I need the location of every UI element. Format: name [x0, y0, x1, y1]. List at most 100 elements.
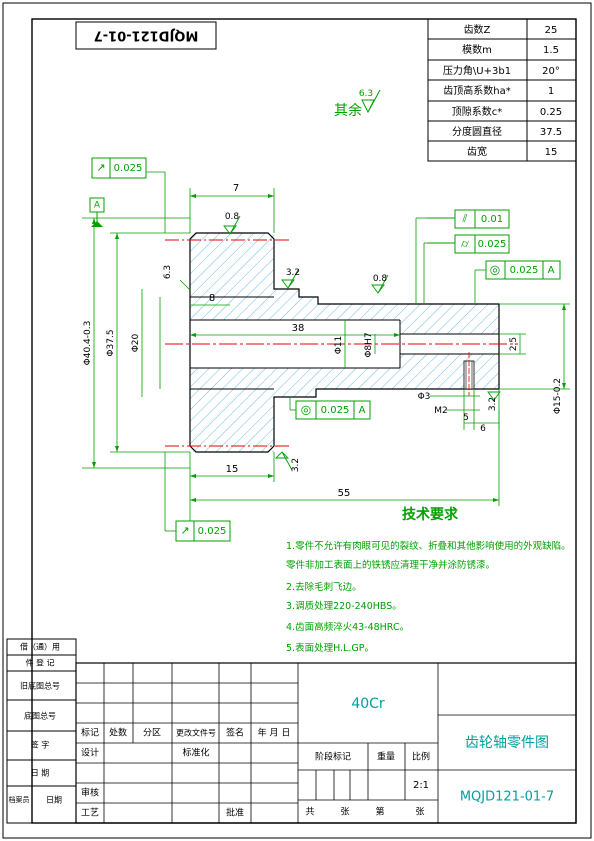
tb-sheets-1: 张 [340, 807, 349, 818]
tech-req-title: 技术要求 [402, 506, 459, 523]
dimension-lines [82, 158, 570, 532]
tb-approve: 批准 [226, 807, 244, 819]
svg-text:↗: ↗ [180, 524, 189, 537]
svg-text:⫽: ⫽ [462, 212, 468, 225]
dim-0-8a: 0.8 [225, 212, 240, 222]
dim-phi15: Φ15-0.2 [553, 378, 563, 414]
strip-2: 旧底图总号 [20, 681, 60, 691]
param-label-1: 模数m [462, 43, 492, 56]
dim-15: 15 [226, 464, 239, 475]
tech-req-item-2: 2.去除毛刺飞边。 [286, 581, 362, 593]
tech-req-item-0: 1.零件不允许有肉眼可见的裂纹、折叠和其他影响使用的外观缺陷。 [286, 540, 571, 552]
strip-4: 签 字 [31, 740, 50, 750]
dim-6: 6 [480, 424, 486, 434]
dim-6-3: 6.3 [163, 265, 173, 279]
svg-text:6.3: 6.3 [359, 89, 373, 99]
svg-text:MQJD121-01-7: MQJD121-01-7 [94, 28, 199, 43]
param-label-3: 齿顶高系数ha* [443, 84, 510, 97]
param-label-6: 齿宽 [467, 145, 487, 158]
dim-3-2b: 3.2 [488, 397, 498, 411]
svg-text:0.01: 0.01 [481, 214, 503, 225]
fcf-parallel: ⫽ 0.01 [427, 209, 510, 229]
roughness-symbols [223, 215, 501, 471]
param-value-6: 15 [545, 147, 558, 158]
strip-7: 日期 [46, 796, 62, 805]
svg-text:A: A [548, 265, 555, 276]
inner-border [31, 18, 577, 824]
dim-phi-tip: Φ40.4-0.3 [83, 321, 93, 366]
param-label-5: 分度圆直径 [452, 125, 502, 138]
dim-38: 38 [292, 323, 305, 334]
param-value-5: 37.5 [540, 127, 562, 138]
tech-req-item-3: 3.调质处理220-240HBS。 [286, 600, 402, 612]
strip-6: 档案员 [9, 795, 30, 804]
strip-1: 件 登 记 [25, 658, 54, 668]
param-value-1: 1.5 [543, 45, 559, 56]
strip-5: 日 期 [31, 769, 50, 778]
tb-drawing-no: MQJD121-01-7 [460, 790, 554, 805]
rotated-drawing-number: MQJD121-01-7 [75, 21, 217, 50]
strip-3: 底图总号 [24, 711, 56, 721]
tb-scale-label: 比例 [412, 751, 430, 763]
tb-sheets-2: 第 [375, 806, 384, 818]
param-value-3: 1 [548, 86, 554, 97]
tb-sheets-3: 张 [415, 807, 424, 818]
param-value-4: 0.25 [540, 107, 562, 118]
svg-text:↗: ↗ [96, 161, 105, 174]
tech-req-item-4: 4.齿面高频淬火43-48HRC。 [286, 621, 409, 633]
tb-header-2: 分区 [143, 728, 161, 739]
param-label-0: 齿数Z [464, 23, 491, 36]
dim-8: 8 [209, 293, 215, 304]
tb-design: 设计 [81, 747, 99, 759]
datum-a: A [89, 197, 105, 227]
dim-5: 5 [463, 413, 469, 423]
param-value-0: 25 [545, 25, 558, 36]
title-block: 40Cr 齿轮轴零件图 MQJD121-01-7 阶段标记 重量 比例 2:1 … [75, 662, 577, 824]
parameter-table: 齿数Z 25 模数m 1.5 压力角\U+3b1 20° 齿顶高系数ha* 1 … [427, 18, 577, 162]
dim-55: 55 [338, 488, 351, 499]
tb-header-1: 处数 [109, 727, 127, 739]
tb-weight-label: 重量 [377, 751, 395, 763]
dim-phi11: Φ11 [334, 336, 344, 355]
svg-text:0.025: 0.025 [321, 405, 350, 416]
svg-text:0.025: 0.025 [478, 239, 507, 250]
tb-header-0: 标记 [81, 727, 99, 739]
svg-text:◎: ◎ [490, 263, 500, 277]
tb-process: 工艺 [81, 808, 99, 819]
dim-7: 7 [233, 183, 239, 194]
svg-text:A: A [94, 201, 101, 211]
tech-requirements: 技术要求 1.零件不允许有肉眼可见的裂纹、折叠和其他影响使用的外观缺陷。 零件非… [286, 506, 571, 654]
svg-text:0.025: 0.025 [114, 163, 143, 174]
tb-stage-label: 阶段标记 [315, 751, 351, 763]
dim-phi3: Φ3 [418, 392, 431, 402]
dimension-texts: 7 0.8 6.3 3.2 0.8 8 38 Φ40.4-0.3 Φ37.5 Φ… [83, 183, 563, 499]
dim-3-2c: 3.2 [291, 458, 301, 472]
tb-review: 审核 [81, 787, 99, 799]
dim-3-2a: 3.2 [286, 268, 300, 278]
tb-header-3: 更改文件号 [176, 728, 216, 738]
param-label-4: 顶隙系数c* [452, 105, 503, 118]
tb-header-5: 年 月 日 [258, 727, 291, 739]
dim-0-8b: 0.8 [373, 274, 388, 284]
fcf-cylindricity: ⌭ 0.025 [427, 234, 510, 254]
dim-phi20: Φ20 [131, 333, 141, 352]
tb-sheets-0: 共 [305, 807, 314, 818]
svg-text:◎: ◎ [301, 403, 311, 417]
part-section [165, 232, 518, 453]
remaining-roughness-note: 其余 6.3 [334, 89, 381, 119]
left-strip: 借（通）用 件 登 记 旧底图总号 底图总号 签 字 日 期 档案员 日期 [6, 638, 77, 824]
tb-standard: 标准化 [182, 747, 209, 759]
svg-text:0.025: 0.025 [198, 526, 227, 537]
strip-0: 借（通）用 [20, 642, 60, 652]
fcf-concentricity-right: ◎ 0.025 A [485, 260, 561, 280]
fcf-concentricity-bottom: ◎ 0.025 A [295, 400, 371, 420]
dim-phi-root: Φ37.5 [106, 329, 116, 356]
tech-req-item-5: 5.表面处理H.L.GP。 [286, 642, 374, 654]
tech-req-item-1: 零件非加工表面上的铁锈应清理干净并涂防锈漆。 [286, 559, 495, 571]
dim-2-5: 2.5 [509, 337, 519, 351]
svg-text:⌭: ⌭ [461, 237, 469, 250]
fcf-runout-bottom: ↗ 0.025 [175, 520, 231, 542]
svg-text:0.025: 0.025 [510, 265, 539, 276]
tb-scale: 2:1 [413, 780, 429, 791]
